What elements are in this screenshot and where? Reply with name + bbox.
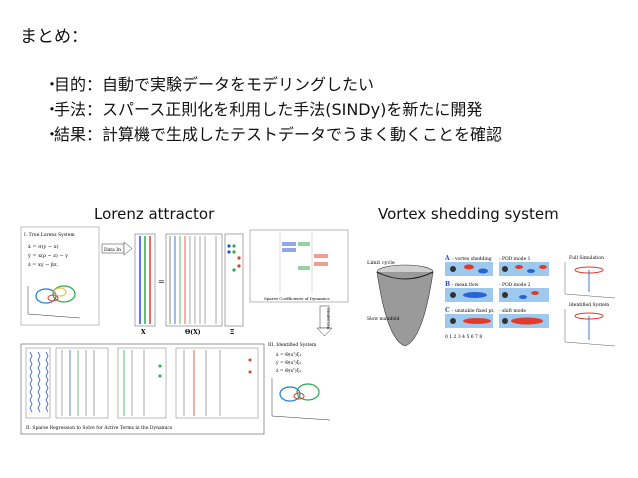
caption-lorenz: Lorenz attractor — [94, 205, 215, 223]
lorenz-attractor-plot — [27, 285, 81, 319]
summary-bullets: ・目的：自動で実験データをモデリングしたい ・手法：スパース正則化を利用した手法… — [44, 72, 502, 147]
bullet-purpose: ・目的：自動で実験データをモデリングしたい — [44, 72, 502, 97]
bullet-result-text: 結果：計算機で生成したテストデータでうまく動くことを確認 — [54, 125, 503, 144]
panel-i-frame — [20, 226, 100, 326]
data-in-label: Data In — [104, 247, 121, 253]
lorenz-eq3: ż = xy − βz, — [28, 262, 59, 268]
mode-a-letter: A — [444, 255, 450, 262]
bullet-method: ・手法：スパース正則化を利用した手法(SINDy)を新たに開発 — [44, 97, 502, 122]
identified-eq3: ż = Θ(xᵀ)ξ₃ — [276, 367, 301, 374]
bullet-method-text: 手法：スパース正則化を利用した手法(SINDy)を新たに開発 — [54, 100, 483, 119]
identified-eq2: ẏ = Θ(xᵀ)ξ₂ — [275, 359, 301, 366]
flow-mode-panels: A - vortex shedding B - mean flow C - un… — [444, 255, 495, 340]
lorenz-figure: I. True Lorenz System ẋ = σ(y − x) ẏ = x… — [20, 226, 349, 435]
x-matrix-label: X — [141, 329, 146, 336]
data-in-arrow: Data In — [101, 241, 133, 256]
panel-iii: III. Identified System ẋ = Θ(xᵀ)ξ₁ ẏ = Θ… — [268, 342, 331, 421]
x-matrix: X — [134, 233, 156, 336]
time-ticks: 0 1 2 3 4 5 6 7 8 — [445, 334, 482, 340]
caption-vortex: Vortex shedding system — [378, 205, 559, 223]
panel-i-title: I. True Lorenz System — [24, 232, 75, 238]
identified-system-label: Identified System — [569, 302, 610, 308]
bullet-purpose-text: 目的：自動で実験データをモデリングしたい — [54, 75, 375, 94]
panel-iii-title: III. Identified System — [268, 342, 317, 348]
simulation-plots: Full Simulation Identified System — [564, 255, 616, 347]
bullet-marker: ・ — [44, 100, 61, 119]
bullet-result: ・結果：計算機で生成したテストデータでうまく動くことを確認 — [44, 122, 502, 147]
panel-ii: II. Sparse Regression to Solve for Activ… — [20, 343, 265, 435]
bullet-marker: ・ — [44, 75, 61, 94]
shift-mode-label: - shift mode — [499, 308, 526, 314]
sparse-table-label: Sparse Coefficients of Dynamics — [264, 296, 330, 301]
slow-manifold-label: Slow manifold — [367, 316, 400, 322]
equals-sign: = — [158, 277, 165, 286]
full-simulation-label: Full Simulation — [569, 255, 604, 261]
mode-c-text: - unstable fixed pt. — [452, 308, 495, 314]
mode-b-text: - mean flow — [452, 282, 479, 288]
lorenz-eq1: ẋ = σ(y − x) — [28, 243, 59, 250]
theta-matrix-label: Θ(X) — [185, 329, 201, 336]
theta-matrix: Θ(X) — [165, 233, 223, 336]
pod-mode-panels: - POD mode 1 - POD mode 2 - shift mode — [499, 256, 549, 328]
paraboloid-plot: Limit cycle Slow manifold — [367, 260, 434, 347]
pod-mode-2-label: - POD mode 2 — [499, 282, 531, 288]
identified-eq1: ẋ = Θ(xᵀ)ξ₁ — [276, 351, 301, 358]
limit-cycle-label: Limit cycle — [367, 260, 395, 266]
bullet-marker: ・ — [44, 125, 61, 144]
xi-matrix: Ξ — [224, 233, 244, 336]
mode-c-letter: C — [445, 307, 450, 314]
mode-b-letter: B — [445, 281, 450, 288]
slide-title: まとめ： — [20, 27, 88, 47]
model-out-arrow: Model Out — [316, 305, 333, 337]
sparse-coefficients-table: Sparse Coefficients of Dynamics — [249, 229, 349, 303]
model-out-label: Model Out — [326, 308, 331, 330]
vortex-figure: Limit cycle Slow manifold A - vortex she… — [367, 255, 616, 347]
xi-matrix-label: Ξ — [230, 329, 234, 336]
lorenz-eq2: ẏ = x(ρ − z) − y — [27, 252, 68, 259]
panel-ii-title: II. Sparse Regression to Solve for Activ… — [26, 425, 173, 431]
mode-a-text: - vortex shedding — [452, 256, 492, 262]
pod-mode-1-label: - POD mode 1 — [499, 256, 531, 262]
